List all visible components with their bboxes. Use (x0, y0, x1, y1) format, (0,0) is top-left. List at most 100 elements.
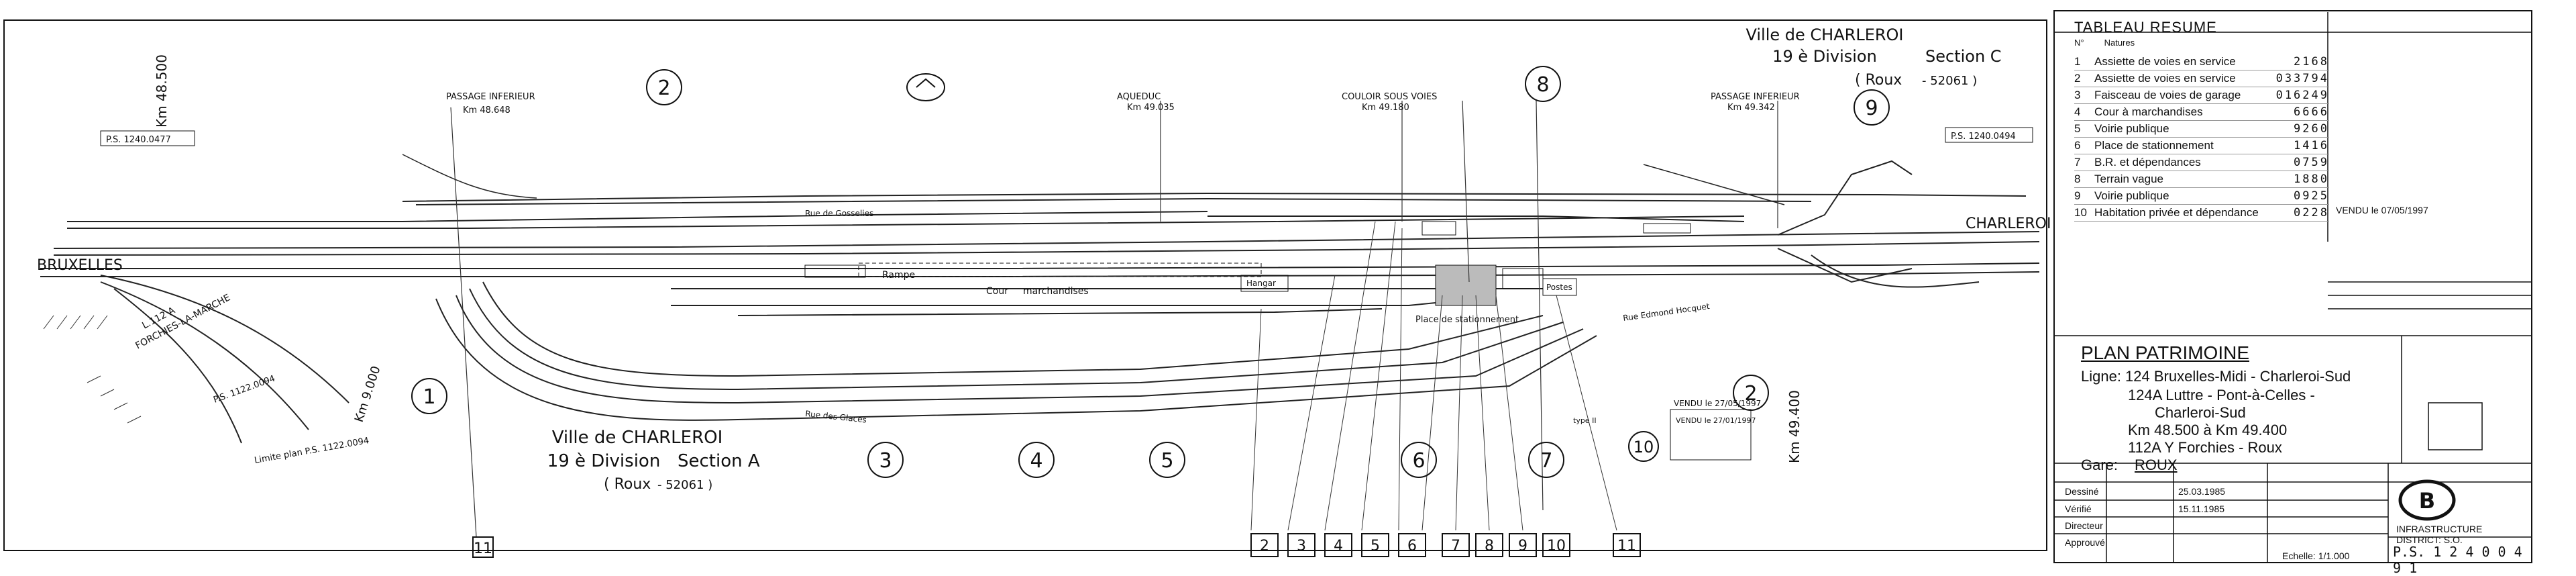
circle-7: 7 (1540, 449, 1552, 473)
echelle-label: Echelle: 1/1.000 (2282, 550, 2350, 561)
passage-right: PASSAGE INFERIEUR (1711, 92, 1800, 102)
roux-bottom-code: - 52061 ) (657, 478, 712, 492)
box-11-single: 11 (474, 540, 492, 557)
rue-hocquet: Rue Edmond Hocquet (1622, 301, 1710, 323)
roux-top-code: - 52061 ) (1922, 74, 1977, 88)
km-left: Km 48.500 (154, 54, 170, 128)
limite-plan: Limite plan P.S. 1122.0094 (254, 436, 370, 466)
infrastructure-label: INFRASTRUCTURE (2396, 524, 2483, 534)
aqueduc: AQUEDUC (1117, 92, 1161, 102)
circle-3: 3 (879, 449, 892, 473)
division-top: 19 è Division (1772, 47, 1877, 66)
type-ii: type II (1573, 416, 1597, 425)
sncb-logo-icon (2398, 479, 2456, 521)
division-bottom: 19 è Division (547, 451, 661, 471)
plan-patrimoine-title: PLAN PATRIMOINE (2081, 342, 2250, 363)
ps-1122: P.S. 1122.0094 (212, 374, 276, 405)
rampe: Rampe (882, 270, 915, 281)
box-6: 6 (1407, 538, 1417, 555)
passage-right-km: Km 49.342 (1727, 103, 1775, 113)
resume-col-nature: Natures (2104, 38, 2135, 48)
city-top: Ville de CHARLEROI (1746, 26, 1904, 44)
circle-1: 1 (423, 385, 435, 409)
ligne-124a-2: Charleroi-Sud (2155, 404, 2246, 421)
gare-label: Gare: (2081, 457, 2118, 473)
box-8: 8 (1485, 538, 1494, 555)
plan-number: P.S. 1 2 4 0 0 4 9 1 (2393, 544, 2522, 576)
roux-top: ( Roux (1855, 72, 1902, 89)
date-verifie: 15.11.1985 (2178, 503, 2225, 514)
circle-8: 8 (1536, 73, 1549, 97)
passage-left-km: Km 48.648 (463, 105, 511, 115)
ligne-124: Ligne: 124 Bruxelles-Midi - Charleroi-Su… (2081, 368, 2351, 385)
ps-right: P.S. 1240.0494 (1951, 132, 2016, 142)
verifie-label: Vérifié (2065, 503, 2092, 514)
ligne-124a: 124A Luttre - Pont-à-Celles - (2128, 387, 2315, 403)
marchandises: marchandises (1023, 286, 1089, 297)
vendu-box: VENDU le 27/01/1997 (1676, 416, 1756, 425)
circle-4: 4 (1030, 449, 1042, 473)
rue-glaces: Rue des Glaces (805, 409, 867, 425)
dessine-label: Dessiné (2065, 486, 2099, 497)
approuve-label: Approuvé (2065, 537, 2105, 548)
rue-gosselies: Rue de Gosselies (805, 209, 873, 218)
cour: Cour (986, 286, 1008, 297)
box-9: 9 (1518, 538, 1527, 555)
resume-title: TABLEAU RESUME (2074, 19, 2217, 36)
box-7: 7 (1451, 538, 1460, 555)
directeur-label: Directeur (2065, 520, 2103, 531)
resume-vendu-note: VENDU le 07/05/1997 (2336, 205, 2428, 215)
resume-header: N° Natures (2074, 38, 2135, 48)
ps-left: P.S. 1240.0477 (106, 135, 171, 145)
circle-2-top: 2 (657, 77, 670, 100)
km-range: Km 48.500 à Km 49.400 (2128, 422, 2288, 438)
couloir: COULOIR SOUS VOIES (1342, 92, 1437, 102)
box-10: 10 (1547, 538, 1566, 555)
district-label: DISTRICT: S.O. (2396, 534, 2463, 545)
box-3: 3 (1297, 538, 1306, 555)
gare-name: ROUX (2135, 457, 2178, 473)
svg-text:B: B (2419, 488, 2435, 514)
section-top: Section C (1925, 47, 2002, 66)
hangar: Hangar (1246, 279, 1276, 288)
charleroi-label: CHARLEROI (1966, 215, 2051, 232)
circle-6: 6 (1412, 449, 1425, 473)
box-11: 11 (1617, 538, 1636, 555)
box-5: 5 (1371, 538, 1380, 555)
postes: Postes (1546, 283, 1572, 292)
vendu-top: VENDU le 27/05/1997 (1674, 399, 1761, 408)
resume-col-no: N° (2074, 38, 2084, 48)
circle-9: 9 (1865, 97, 1878, 120)
date-dessine: 25.03.1985 (2178, 486, 2226, 497)
km-right: Km 49.400 (1786, 390, 1803, 463)
place-stationnement: Place de stationnement (1415, 315, 1519, 325)
couloir-km: Km 49.180 (1362, 103, 1409, 113)
roux-bottom: ( Roux (604, 476, 651, 493)
km-900: Km 9.000 (352, 365, 384, 424)
section-bottom: Section A (678, 451, 760, 471)
box-4: 4 (1334, 538, 1343, 555)
circle-5: 5 (1161, 449, 1173, 473)
circle-10: 10 (1633, 438, 1654, 457)
bruxelles-label: BRUXELLES (37, 257, 123, 274)
ligne-112a: 112A Y Forchies - Roux (2128, 439, 2282, 456)
aqueduc-km: Km 49.035 (1127, 103, 1175, 113)
city-bottom: Ville de CHARLEROI (552, 428, 723, 448)
box-2: 2 (1260, 538, 1269, 555)
circle-2-right: 2 (1744, 382, 1757, 405)
passage-left: PASSAGE INFERIEUR (446, 92, 535, 102)
